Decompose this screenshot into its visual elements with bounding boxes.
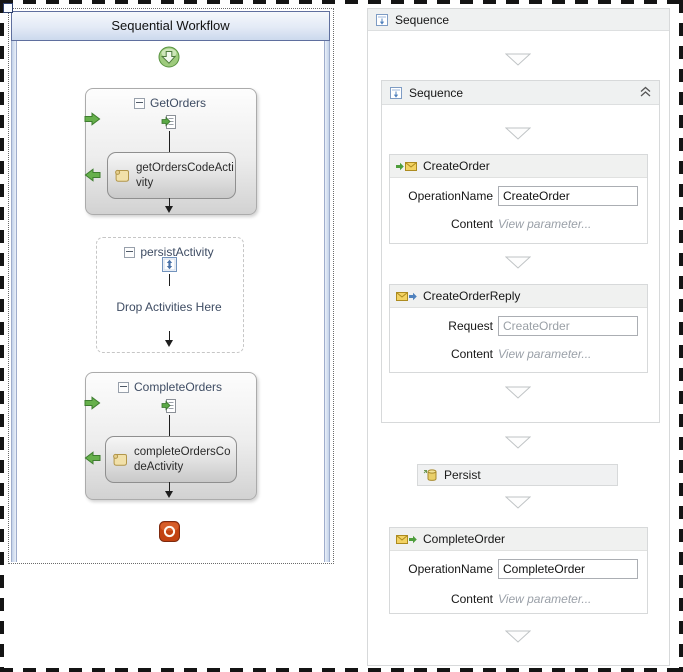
view-parameter-link[interactable]: View parameter... bbox=[498, 217, 592, 231]
activity-createorderreply-title: CreateOrderReply bbox=[423, 289, 521, 303]
activity-completeorder-header[interactable]: CompleteOrder bbox=[390, 528, 647, 551]
operationname-label: OperationName bbox=[408, 562, 493, 576]
connector-line bbox=[169, 415, 170, 436]
connector-line bbox=[169, 198, 170, 206]
persist-icon bbox=[423, 468, 438, 482]
activity-createorder[interactable]: CreateOrder OperationName Content View p… bbox=[389, 154, 648, 244]
operationname-input[interactable] bbox=[498, 559, 638, 579]
nav-arrow-right-icon bbox=[84, 112, 101, 126]
content-label: Content bbox=[450, 217, 493, 231]
connector-arrowhead bbox=[165, 206, 173, 213]
activity-persistactivity-label: persistActivity bbox=[140, 245, 214, 259]
activity-persist[interactable]: Persist bbox=[417, 464, 618, 486]
drop-target-triangle[interactable] bbox=[504, 256, 532, 269]
activity-createorderreply-header[interactable]: CreateOrderReply bbox=[390, 285, 647, 308]
activity-completeorder-title: CompleteOrder bbox=[423, 532, 506, 546]
activity-completeorders-header[interactable]: CompleteOrders bbox=[85, 380, 255, 394]
capture-border-bottom bbox=[0, 668, 683, 672]
activity-persist-title: Persist bbox=[444, 468, 481, 482]
activity-getorders-label: GetOrders bbox=[149, 96, 206, 110]
child-sequence-icon bbox=[161, 398, 177, 414]
activity-createorder-header[interactable]: CreateOrder bbox=[390, 155, 647, 178]
drop-target-triangle[interactable] bbox=[504, 53, 532, 66]
activity-getorders-header[interactable]: GetOrders bbox=[85, 96, 255, 110]
selection-marquee bbox=[8, 8, 334, 564]
activity-completeorderscodeactivity-label: completeOrdersCodeActivity bbox=[134, 445, 231, 473]
connector-line bbox=[169, 482, 170, 491]
activity-completeorder[interactable]: CompleteOrder OperationName Content View… bbox=[389, 527, 648, 614]
receive-icon bbox=[396, 161, 417, 171]
activity-createorderreply[interactable]: CreateOrderReply Request Content View pa… bbox=[389, 284, 648, 373]
collapse-chevron-icon[interactable] bbox=[639, 86, 652, 98]
code-scroll-icon bbox=[111, 453, 128, 467]
connector-line bbox=[169, 274, 170, 286]
capture-border-right bbox=[679, 0, 683, 672]
collapse-glyph[interactable] bbox=[117, 381, 129, 393]
connector-arrowhead bbox=[165, 340, 173, 347]
collapse-glyph[interactable] bbox=[124, 246, 136, 258]
connector-line bbox=[169, 131, 170, 152]
root-sequence-title: Sequence bbox=[395, 12, 450, 27]
drop-target-triangle[interactable] bbox=[504, 127, 532, 140]
connector-arrowhead bbox=[165, 491, 173, 498]
content-label: Content bbox=[450, 592, 493, 606]
nav-arrow-left-icon bbox=[84, 168, 101, 182]
code-scroll-icon bbox=[113, 169, 130, 183]
sequence-icon bbox=[375, 13, 389, 27]
terminate-icon bbox=[159, 521, 180, 542]
activity-persistactivity[interactable] bbox=[96, 237, 244, 353]
activity-getorderscodeactivity-label: getOrdersCodeActivity bbox=[136, 161, 234, 189]
content-label: Content bbox=[450, 347, 493, 361]
receive-icon bbox=[396, 534, 417, 544]
selection-handle[interactable] bbox=[3, 3, 13, 13]
drop-target-triangle[interactable] bbox=[504, 630, 532, 643]
activity-persistactivity-header[interactable]: persistActivity bbox=[96, 245, 242, 259]
drop-target-triangle[interactable] bbox=[504, 386, 532, 399]
sequence-icon bbox=[389, 86, 403, 100]
workflow-title: Sequential Workflow bbox=[11, 11, 330, 41]
drop-activities-hint: Drop Activities Here bbox=[116, 300, 222, 314]
view-parameter-link[interactable]: View parameter... bbox=[498, 592, 592, 606]
designer-right-edge bbox=[324, 41, 330, 562]
collapse-glyph[interactable] bbox=[133, 97, 145, 109]
operationname-input[interactable] bbox=[498, 186, 638, 206]
child-sequence-icon bbox=[161, 114, 177, 130]
activity-completeorderscodeactivity[interactable]: completeOrdersCodeActivity bbox=[105, 436, 237, 483]
capture-border-left bbox=[0, 0, 4, 672]
designer-left-edge bbox=[11, 41, 17, 562]
connector-line bbox=[169, 331, 170, 340]
view-parameter-link[interactable]: View parameter... bbox=[498, 347, 592, 361]
start-icon bbox=[158, 46, 180, 68]
drop-target-triangle[interactable] bbox=[504, 496, 532, 509]
nav-arrow-left-icon bbox=[84, 451, 101, 465]
send-reply-icon bbox=[396, 291, 417, 301]
inner-sequence-title: Sequence bbox=[409, 85, 464, 100]
nav-arrow-right-icon bbox=[84, 396, 101, 410]
root-sequence-header[interactable]: Sequence bbox=[368, 9, 669, 31]
request-label: Request bbox=[448, 319, 493, 333]
operationname-label: OperationName bbox=[408, 189, 493, 203]
inner-sequence-header[interactable]: Sequence bbox=[382, 81, 659, 105]
drop-target-triangle[interactable] bbox=[504, 436, 532, 449]
request-input[interactable] bbox=[498, 316, 638, 336]
activity-createorder-title: CreateOrder bbox=[423, 159, 490, 173]
capture-border-top bbox=[0, 0, 683, 4]
persist-small-icon bbox=[162, 257, 177, 272]
activity-completeorders-label: CompleteOrders bbox=[133, 380, 223, 394]
activity-getorderscodeactivity[interactable]: getOrdersCodeActivity bbox=[107, 152, 236, 199]
